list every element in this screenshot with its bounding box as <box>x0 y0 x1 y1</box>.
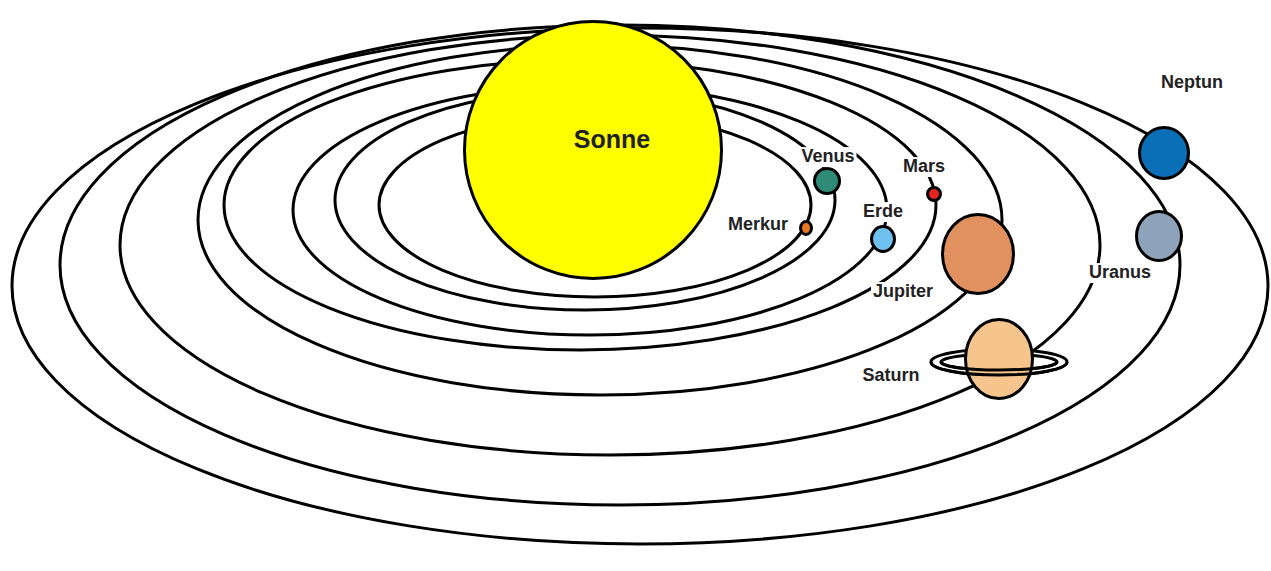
planet-label: Mars <box>901 157 947 177</box>
planet-node: Neptun <box>1138 126 1190 180</box>
planet-label: Venus <box>799 147 856 167</box>
sun-label: Sonne <box>572 126 652 154</box>
planet-circle <box>964 318 1034 400</box>
planet-label: Merkur <box>726 215 790 235</box>
planet-node: Merkur <box>799 220 813 236</box>
planet-label: Jupiter <box>871 282 935 302</box>
planet-node: Uranus <box>1135 210 1183 262</box>
planet-circle <box>870 225 896 253</box>
planet-node: Saturn <box>964 318 1034 400</box>
planet-circle <box>941 213 1015 295</box>
planet-label: Erde <box>861 202 905 222</box>
planet-circle <box>1135 210 1183 262</box>
planet-circle <box>1138 126 1190 180</box>
planet-node: Venus <box>813 167 841 195</box>
planet-label: Saturn <box>860 366 921 386</box>
planet-label: Neptun <box>1159 73 1225 93</box>
sun-node: Sonne <box>463 20 723 280</box>
planet-node: Jupiter <box>941 213 1015 295</box>
planet-node: Erde <box>870 225 896 253</box>
planet-label: Uranus <box>1087 263 1153 283</box>
planet-circle <box>799 220 813 236</box>
planet-circle <box>926 186 942 202</box>
planet-circle <box>813 167 841 195</box>
planet-node: Mars <box>926 186 942 202</box>
